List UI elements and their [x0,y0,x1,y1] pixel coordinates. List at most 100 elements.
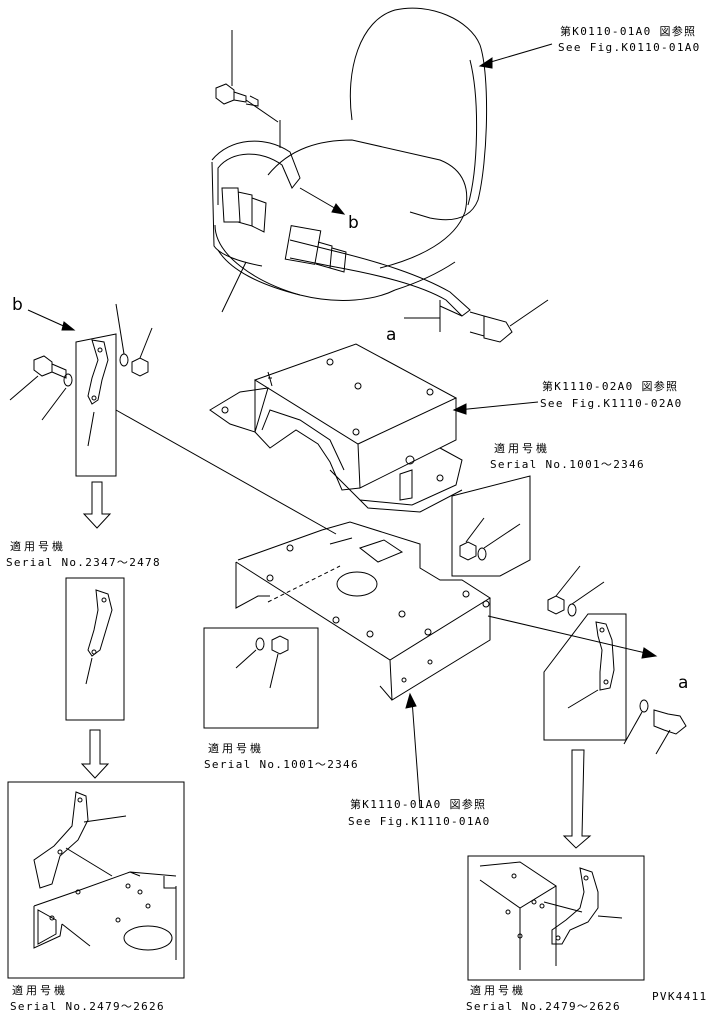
bracket-base-edge [360,490,462,512]
bracket-hole [512,874,516,878]
serial-label-top-right: 適用号機 [494,442,550,455]
top-right-panel [452,476,530,576]
plate-hole [463,591,469,597]
plate-center-hole [337,572,377,596]
right-bracket-group [544,566,686,848]
bracket-hole [76,890,80,894]
drawing-code: PVK4411 [652,990,708,1003]
plate-hole [267,575,273,581]
bracket-hole [406,456,414,464]
plate-notch [164,876,176,888]
serial-label-center: 適用号機 [208,742,264,755]
seat-ref-jp: 第K0110-01A0 図参照 [560,25,697,38]
seat-belt-lower-left [212,162,262,266]
bracket-2479-right [552,868,598,944]
bracket-hole [600,628,604,632]
panel-right [544,614,626,740]
seat-assembly [212,8,552,342]
bracket-base-plate [330,448,462,505]
plate-left [236,562,270,608]
bracket-hole [584,876,588,880]
nut-leader-c [270,654,278,688]
bracket-ref-jp: 第K1110-02A0 図参照 [542,380,679,393]
washer-left-2 [64,374,72,386]
arrowhead-seat-ref [480,58,492,68]
belt-strap-loops [316,242,346,272]
bracket-ref-leader [458,402,538,410]
serial-bottom-left: Serial No.2479～2626 [10,1000,165,1013]
plate-2479-right [480,862,556,970]
washer-right-2 [640,700,648,712]
seat-ref-leader [484,44,552,64]
plate-ref-leader [412,700,420,808]
bracket-hole [78,798,82,802]
plate-hole [367,631,373,637]
bracket-2479-left [34,792,88,888]
washer-right-top [478,548,486,560]
arrowhead-plate-ref [406,694,416,708]
bracket-leader-br [598,916,622,918]
bottom-left-panel [8,782,184,978]
plate-front-foot [380,686,392,700]
arrowhead-right-a [642,648,656,658]
bracket-hole [50,916,54,920]
bracket-left-side [255,380,360,490]
bolt-left [34,356,66,378]
panel-1001-center [204,628,318,728]
connect-line-left [116,410,336,534]
bracket-right [596,622,614,690]
bracket-leader [86,658,92,684]
belt-buckle [285,226,320,265]
a-seat-line [440,306,462,316]
arrowhead-b-left [62,322,74,330]
washer-center [256,638,264,650]
left-bracket-group [10,304,152,528]
plate-slot [330,538,352,544]
seat-cushion [268,140,467,268]
floor-plate [116,410,656,808]
plate-hole [333,617,339,623]
bracket-hole [327,359,333,365]
down-arrow-2 [82,730,108,778]
bracket-inner [262,410,344,470]
washer-leader-c [236,650,256,668]
arrowhead-bracket-ref [454,404,466,414]
plate-hole [402,678,406,682]
serial-label-bottom-left: 適用号機 [12,984,68,997]
plate-2479-left [34,872,176,960]
washer-right [568,604,576,616]
bolt-right-leader [510,300,548,326]
arrow-b-left [28,310,68,328]
callout-a-right: a [678,673,689,693]
serial-top-right: Serial No.1001～2346 [490,458,645,471]
plate-square-hole [360,540,402,562]
bracket-hole [540,904,544,908]
left-panel [76,334,116,476]
left-mid-panel [66,578,124,778]
bracket-side [358,398,456,488]
bracket-tab-top [268,372,272,386]
bracket-tab [400,470,412,500]
nut-leader-r [556,566,580,596]
center-lower-panel [204,628,318,728]
seat-backrest [350,8,486,220]
bracket-hole [518,934,522,938]
plate-hole [428,660,432,664]
seat-leader [222,262,246,312]
seat-ref-en: See Fig.K0110-01A0 [558,41,701,54]
plate-hole [287,545,293,551]
nut-right [548,596,564,614]
bracket-hole [92,396,96,400]
bracket-connect-br [544,902,582,912]
bolt-left-leader [10,376,38,400]
seat-belt-left [212,141,300,205]
arrowhead-b [332,204,344,214]
bracket-hole [353,429,359,435]
bracket-hole [532,900,536,904]
bracket-hole [98,348,102,352]
seat-backrest-inner [468,60,477,205]
left-bracket-part [88,340,108,404]
serial-bottom-right: Serial No.2479～2626 [466,1000,621,1013]
bracket-hole [126,884,130,888]
